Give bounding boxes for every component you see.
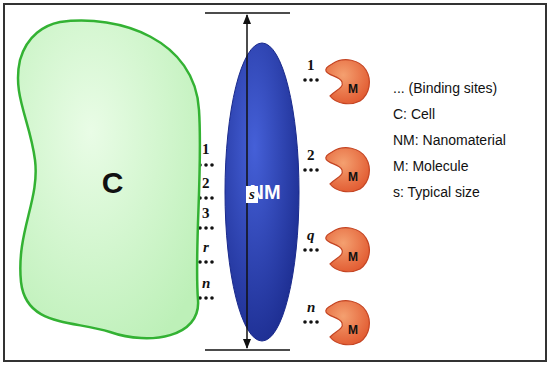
- molecule-shape-outline: [322, 56, 372, 106]
- legend-row: NM: Nanomaterial: [393, 132, 506, 149]
- callout-number: 1: [202, 142, 210, 157]
- callout-number: 2: [307, 148, 315, 163]
- node-label: M: [348, 170, 358, 184]
- legend-text: NM: Nanomaterial: [393, 132, 506, 148]
- node-label: M: [348, 250, 358, 264]
- node-text-area: C: [15, 15, 210, 350]
- legend-row: s: Typical size: [393, 184, 480, 201]
- dimension-label: s: [246, 186, 258, 203]
- frame: [4, 4, 546, 361]
- legend-text: s: Typical size: [393, 184, 480, 200]
- node-label: C: [102, 166, 124, 200]
- node-text-area: M: [322, 56, 372, 106]
- molecule-shape-outline: [322, 224, 372, 274]
- node-label: M: [348, 323, 358, 337]
- molecule-shape: M: [322, 144, 372, 194]
- legend-row: ... (Binding sites): [393, 80, 497, 97]
- legend-row: M: Molecule: [393, 158, 468, 175]
- legend-row: C: Cell: [393, 106, 435, 123]
- legend-text: C: Cell: [393, 106, 435, 122]
- callout-number: 1: [307, 58, 315, 73]
- callout-number: 3: [202, 206, 210, 221]
- callout-number: q: [307, 228, 315, 243]
- node-text-area: M: [322, 144, 372, 194]
- legend-text: M: Molecule: [393, 158, 468, 174]
- molecule-shape: M: [322, 297, 372, 347]
- molecule-shape-outline: [322, 144, 372, 194]
- callout-number: r: [203, 240, 209, 255]
- legend-text: ... (Binding sites): [393, 80, 497, 96]
- node-text-area: NM: [224, 42, 300, 342]
- molecule-shape-outline: [322, 297, 372, 347]
- nanomaterial-ellipse: NM: [224, 42, 300, 342]
- callout-number: n: [307, 300, 315, 315]
- node-label: M: [348, 82, 358, 96]
- molecule-shape: M: [322, 224, 372, 274]
- molecule-shape: M: [322, 56, 372, 106]
- cell-shape: C: [15, 15, 210, 350]
- callout-number: n: [202, 276, 210, 291]
- node-text-area: M: [322, 297, 372, 347]
- node-text-area: M: [322, 224, 372, 274]
- callout-number: 2: [202, 176, 210, 191]
